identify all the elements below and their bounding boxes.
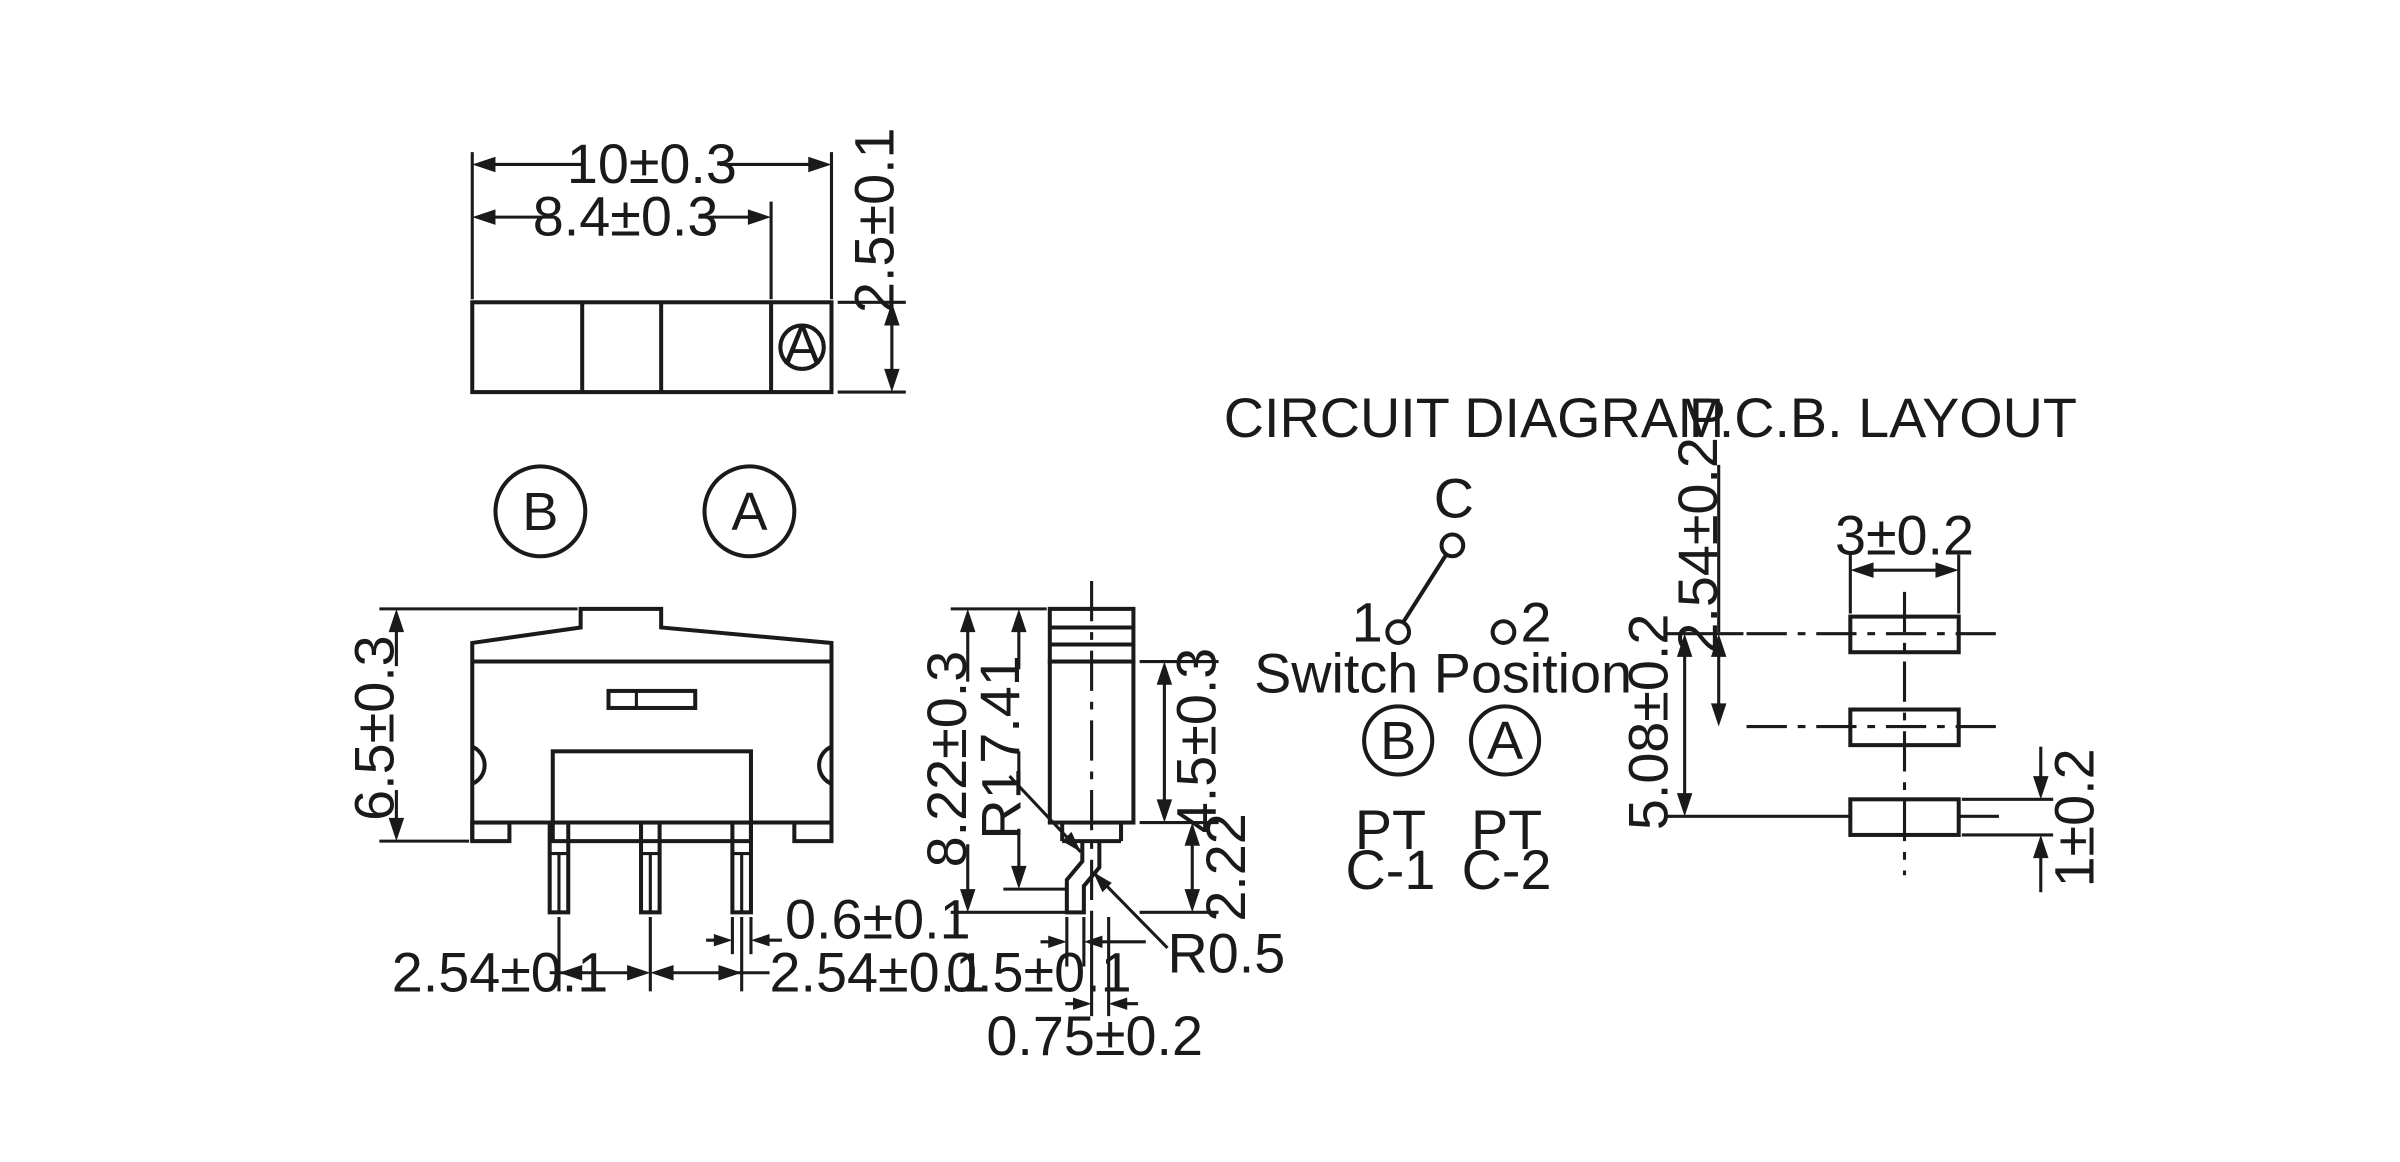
position-b-circle	[493, 464, 588, 559]
pin-left	[547, 820, 571, 915]
dim-body-height-label: 7.41	[969, 655, 1031, 763]
pin-middle	[639, 820, 662, 915]
common-terminal	[1439, 532, 1466, 559]
dim-pad-pitch-label: 2.54±0.2	[1667, 437, 1729, 654]
dim-height-label: 2.5±0.1	[843, 127, 905, 313]
terminal-2-label: 2	[1521, 591, 1552, 653]
circuit-diagram: CIRCUIT DIAGRAM C 1 2 Switch Position B …	[1224, 387, 1725, 901]
right-notch	[817, 744, 833, 786]
front-view: B A	[343, 464, 987, 1003]
pt-right-label: PT	[1471, 799, 1542, 861]
c1-label: C-1	[1346, 839, 1436, 901]
position-b-label: B	[522, 482, 558, 542]
top-view: A 10±0.3 8.4±0.3 2.5±0.1	[470, 127, 906, 395]
terminal-1-label: 1	[1352, 591, 1383, 653]
position-mark-label: A	[784, 316, 821, 376]
dim-pin-length-label: 2.22	[1195, 813, 1257, 921]
dim-overall-height-label: 8.22±0.3	[916, 651, 978, 868]
dim-span-label: 5.08±0.2	[1618, 614, 1680, 831]
circuit-title: CIRCUIT DIAGRAM	[1224, 387, 1725, 449]
dim-pitch-left-label: 2.54±0.1	[392, 941, 609, 1003]
position-a-label: A	[731, 482, 768, 542]
dim-pin-spacing-label: 0.75±0.2	[986, 1005, 1203, 1067]
side-pin	[1064, 841, 1102, 915]
dim-inner-width-label: 8.4±0.3	[533, 186, 719, 248]
radius-r05-label: R0.5	[1167, 923, 1285, 985]
common-terminal-label: C	[1434, 468, 1474, 530]
radius-r1-label: R1	[970, 768, 1032, 839]
switch-position-label: Switch Position	[1254, 642, 1632, 704]
dim-pin-width-label: 0.6±0.1	[785, 889, 971, 951]
pt-left-label: PT	[1355, 799, 1426, 861]
dim-actuator-height-label: 4.5±0.3	[1165, 648, 1227, 834]
left-notch	[471, 744, 487, 786]
dim-pad-width-label: 1±0.2	[2043, 748, 2105, 887]
dim-pin-thickness-label: 0.5±0.1	[946, 941, 1132, 1003]
front-base-block	[550, 749, 753, 844]
circuit-position-a-circle	[1468, 704, 1542, 777]
c2-label: C-2	[1462, 839, 1552, 901]
dim-width-label: 10±0.3	[567, 133, 737, 195]
pin-right	[730, 820, 753, 915]
pcb-layout: P.C.B. LAYOUT 3±0.2 2.54±0.2 5.08±0.2	[1618, 387, 2105, 893]
dim-pad-length-label: 3±0.2	[1835, 505, 1974, 567]
switch-contact-line	[1401, 553, 1448, 624]
front-body-outline	[470, 606, 834, 842]
circuit-position-a-label: A	[1487, 711, 1524, 771]
dim-pitch-right-label: 2.54±0.1	[770, 941, 987, 1003]
pcb-title: P.C.B. LAYOUT	[1689, 387, 2077, 449]
terminal-2	[1490, 619, 1517, 645]
terminal-1	[1385, 619, 1412, 645]
dim-front-height-label: 6.5±0.3	[343, 635, 405, 821]
circuit-position-b-circle	[1362, 704, 1435, 777]
position-mark-circle	[778, 323, 826, 371]
side-body	[1047, 659, 1136, 825]
top-body-outline	[470, 300, 834, 395]
slider-window	[606, 688, 698, 710]
circuit-position-b-label: B	[1380, 711, 1416, 771]
position-a-circle	[702, 464, 797, 559]
side-view: 8.22±0.3 7.41 R1 4.5±0.3 2.22 R0.5	[916, 581, 1285, 1067]
